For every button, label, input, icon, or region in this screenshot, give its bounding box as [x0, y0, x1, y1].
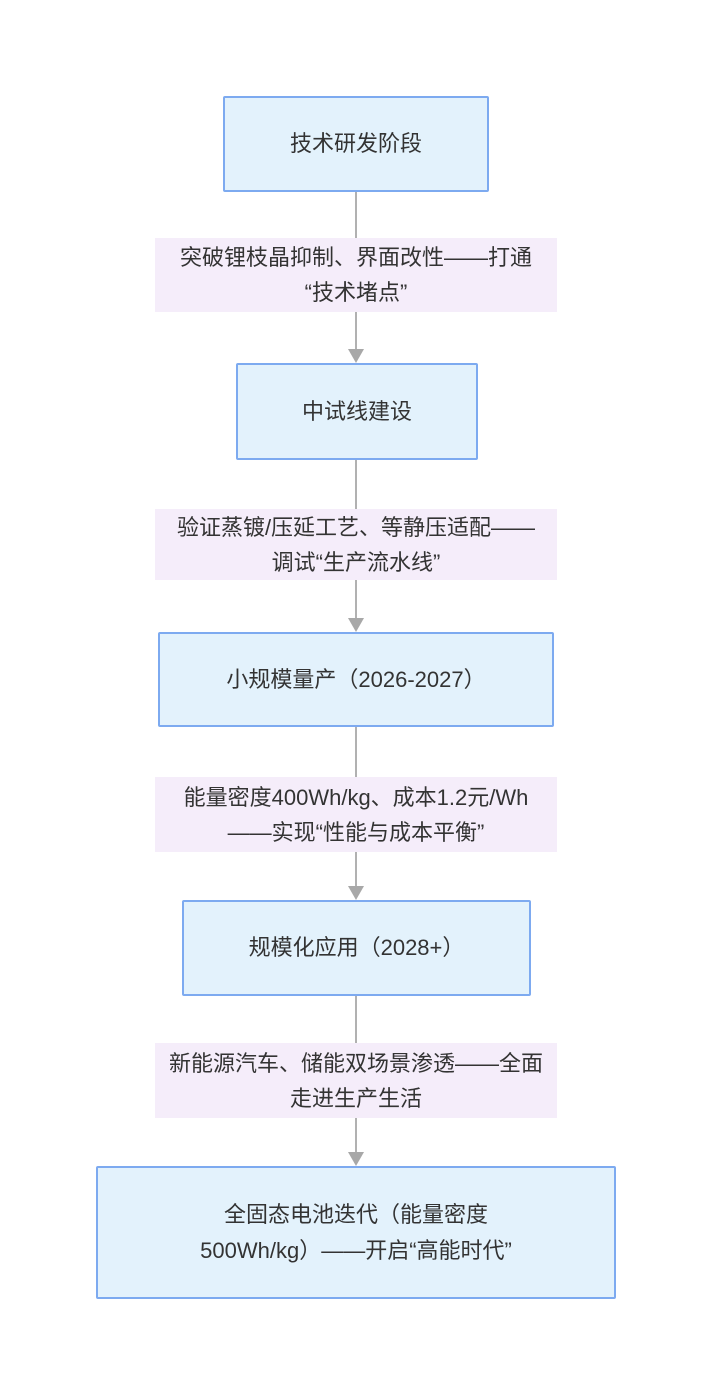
arrow-down-icon: [348, 886, 364, 900]
edge-label-pilot-validation: 验证蒸镀/压延工艺、等静压适配—— 调试“生产流水线”: [155, 509, 557, 580]
edge-label-scenario-penetration: 新能源汽车、储能双场景渗透——全面 走进生产生活: [155, 1043, 557, 1118]
edge-label-cost-performance: 能量密度400Wh/kg、成本1.2元/Wh ——实现“性能与成本平衡”: [155, 777, 557, 852]
flow-node-all-solid-state-iteration: 全固态电池迭代（能量密度 500Wh/kg）——开启“高能时代”: [96, 1166, 616, 1299]
flow-node-rd-stage: 技术研发阶段: [223, 96, 489, 192]
arrow-down-icon: [348, 618, 364, 632]
arrow-down-icon: [348, 1152, 364, 1166]
flow-node-scaled-application: 规模化应用（2028+）: [182, 900, 531, 996]
flow-node-small-scale-production: 小规模量产（2026-2027）: [158, 632, 554, 727]
flow-node-pilot-line: 中试线建设: [236, 363, 478, 460]
edge-label-breakthrough: 突破锂枝晶抑制、界面改性——打通 “技术堵点”: [155, 238, 557, 312]
arrow-down-icon: [348, 349, 364, 363]
